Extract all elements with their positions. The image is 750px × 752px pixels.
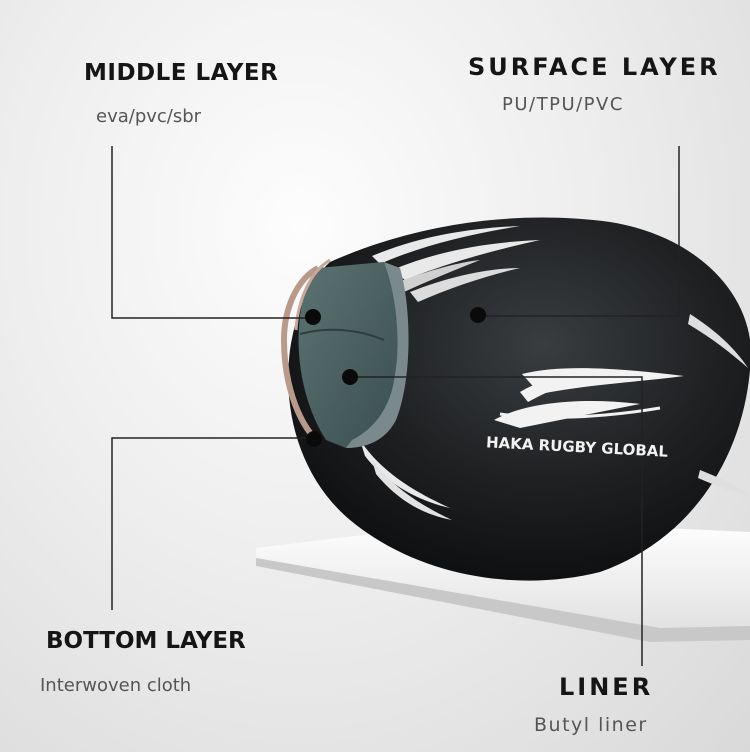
middle-layer-title: MIDDLE LAYER — [84, 60, 279, 86]
liner-title: LINER — [559, 673, 654, 701]
bottom-layer-dot — [306, 431, 322, 447]
surface-layer-leader — [478, 146, 680, 317]
surface-layer-dot — [470, 307, 486, 323]
surface-layer-title: SURFACE LAYER — [468, 53, 721, 81]
rugby-ball — [280, 217, 750, 581]
callout-dots — [305, 307, 486, 447]
middle-layer-leader — [111, 146, 312, 319]
middle-layer-dot — [305, 309, 321, 325]
liner-dot — [342, 369, 358, 385]
bottom-layer-title: BOTTOM LAYER — [46, 628, 246, 654]
liner-material: Butyl liner — [534, 714, 648, 736]
bottom-layer-leader — [111, 437, 314, 610]
leader-lines — [111, 146, 680, 666]
bottom-layer-material: Interwoven cloth — [40, 675, 192, 696]
liner-leader — [350, 376, 643, 666]
surface-layer-material: PU/TPU/PVC — [502, 94, 624, 115]
middle-layer-material: eva/pvc/sbr — [96, 106, 202, 127]
